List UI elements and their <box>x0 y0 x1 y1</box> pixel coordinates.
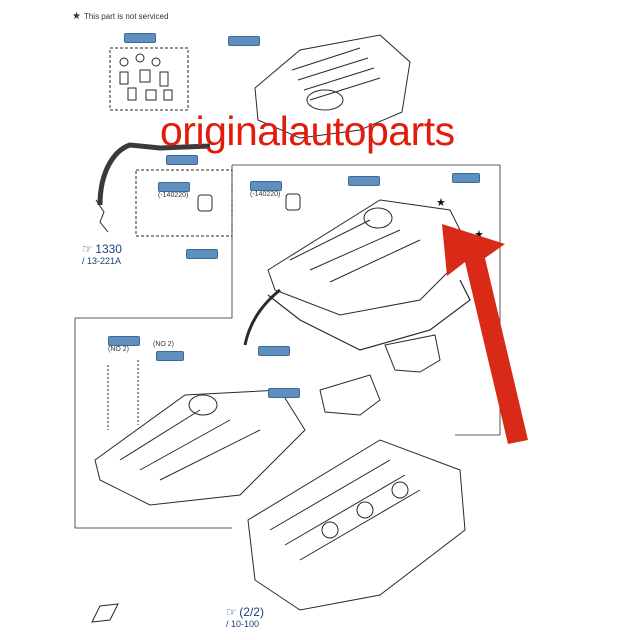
assembly-outline <box>232 164 501 436</box>
legend-note-text: This part is not serviced <box>83 12 169 21</box>
part-tag <box>156 351 184 361</box>
label-no2: (NO 2) <box>153 341 174 348</box>
breather-hose <box>97 142 211 206</box>
sensor-box <box>135 169 233 237</box>
part-tag <box>166 155 198 165</box>
star-mark-a: ★ <box>436 197 446 209</box>
manifold-gasket-b <box>319 374 381 416</box>
star-mark-b: ★ <box>474 229 484 241</box>
front-arrow-icon <box>91 603 119 623</box>
valve-cover-lower <box>94 360 306 506</box>
label-no2b: (NO 2) <box>108 346 129 353</box>
part-tag <box>258 346 290 356</box>
cylinder-head <box>247 439 466 611</box>
part-tag <box>268 388 300 398</box>
part-tag <box>124 33 156 43</box>
ref-top-left[interactable]: ☞ 1330 / 13-221A <box>82 242 122 266</box>
gasket <box>267 279 471 351</box>
ref-bottom[interactable]: ☞ (2/2) / 10-100 <box>226 605 264 629</box>
legend-note: ★This part is not serviced <box>72 11 168 22</box>
ref-bottom-sub: / 10-100 <box>226 619 260 629</box>
label-a: (-140220) <box>158 192 189 199</box>
valve-cover-upper <box>267 199 471 316</box>
red-arrow-pointer <box>442 224 528 444</box>
part-tag <box>348 176 380 186</box>
part-tag <box>228 36 260 46</box>
watermark-text: originalautoparts <box>160 108 455 154</box>
engine-cover <box>254 34 411 139</box>
part-tag <box>250 181 282 191</box>
book-icon-bottom: ☞ <box>226 605 237 619</box>
manifold-gasket-a <box>384 334 441 373</box>
small-parts-box <box>109 47 189 111</box>
ref-top-left-number: 1330 <box>95 242 122 256</box>
small-parts <box>119 53 173 101</box>
part-tag <box>186 249 218 259</box>
curved-pointer <box>243 288 281 346</box>
star-icon: ★ <box>72 11 81 22</box>
part-tag <box>158 182 190 192</box>
book-icon: ☞ <box>82 242 93 256</box>
part-tag <box>452 173 480 183</box>
ref-bottom-number: (2/2) <box>239 605 264 619</box>
ref-top-left-sub: / 13-221A <box>82 256 122 266</box>
label-b: (-140220) <box>250 191 281 198</box>
part-tag <box>108 336 140 346</box>
